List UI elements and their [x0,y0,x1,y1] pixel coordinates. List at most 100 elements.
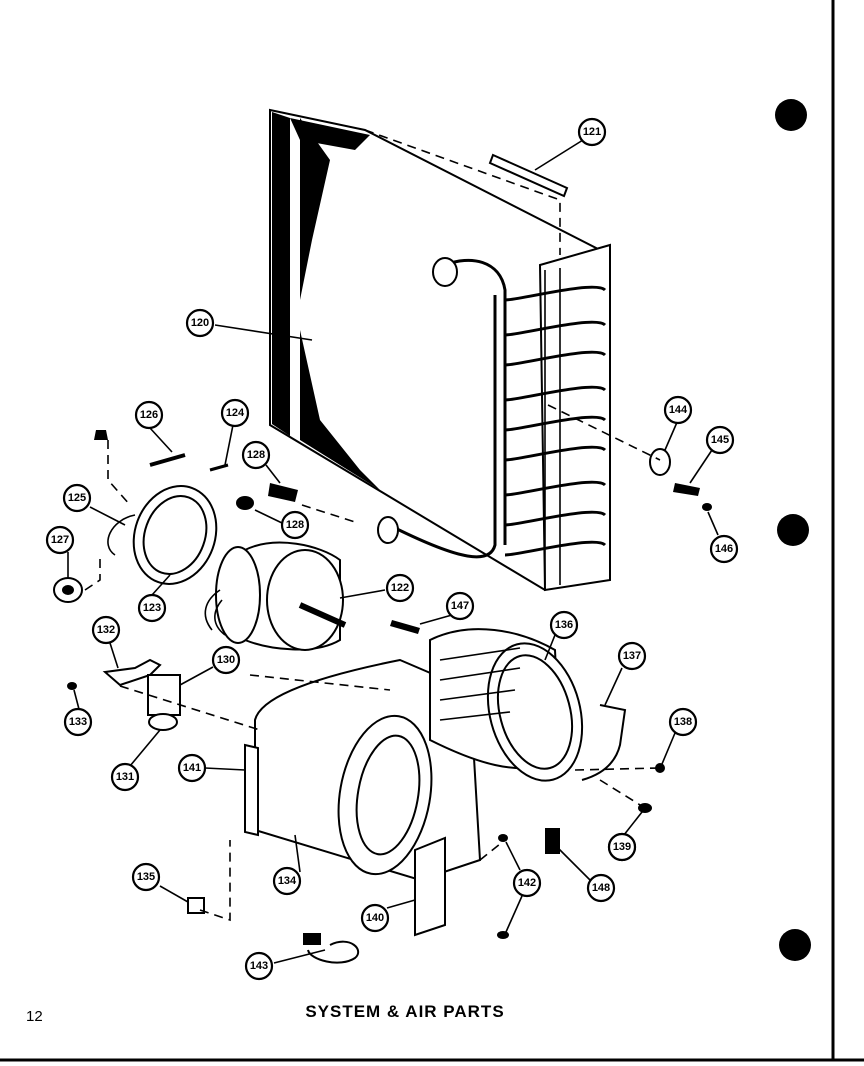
capacitor-cap [148,713,178,731]
assembly-dashed-lines [84,129,661,922]
liquid-tube [394,295,497,559]
callout-137: 137 [617,641,647,671]
clip-128 [268,483,298,502]
capacitor-assembly [67,658,181,731]
callout-133: 133 [63,707,93,737]
svg-text:123: 123 [143,602,161,614]
svg-text:135: 135 [137,871,155,883]
svg-text:137: 137 [623,650,641,662]
callout-122: 122 [385,573,415,603]
part-147 [390,620,420,634]
svg-text:139: 139 [613,841,631,853]
svg-text:131: 131 [116,771,134,783]
svg-text:136: 136 [555,619,573,631]
callout-139: 139 [607,832,637,862]
clip-148 [545,828,560,854]
svg-text:132: 132 [97,624,115,636]
callout-146: 146 [709,534,739,564]
callout-138: 138 [668,707,698,737]
binder-hole-middle [777,514,809,546]
callout-142: 142 [512,868,542,898]
svg-text:134: 134 [278,875,297,887]
callout-141: 141 [177,753,207,783]
screw-138 [655,763,665,773]
screw-146 [702,503,712,511]
motor-shaft [298,602,347,628]
svg-text:122: 122 [391,582,409,594]
callout-135: 135 [131,862,161,892]
cap-nut-129 [236,496,254,510]
callout-131: 131 [110,762,140,792]
sensor-holder-144 [649,448,671,476]
svg-text:148: 148 [592,882,610,894]
callout-140: 140 [360,903,390,933]
svg-text:138: 138 [674,716,692,728]
svg-text:140: 140 [366,912,384,924]
evaporator-coil [269,108,611,592]
svg-text:143: 143 [250,960,268,972]
svg-text:133: 133 [69,716,87,728]
blower-wheel [429,628,584,782]
fan-motor [204,541,347,651]
callout-130: 130 [211,645,241,675]
svg-text:144: 144 [669,404,688,416]
capacitor-body [147,674,181,716]
callout-147: 147 [445,591,475,621]
svg-text:145: 145 [711,434,729,446]
svg-text:142: 142 [518,877,536,889]
suction-tube-end [432,257,458,287]
svg-text:141: 141 [183,762,201,774]
svg-text:146: 146 [715,543,733,555]
callout-132: 132 [91,615,121,645]
callout-143: 143 [244,951,274,981]
svg-text:124: 124 [226,407,245,419]
callout-120: 120 [185,308,215,338]
callout-125: 125 [62,483,92,513]
bolt-head [94,430,108,440]
coil-fin-hatching [272,112,380,490]
housing-bracket-140 [414,836,446,937]
binder-hole-bottom [779,929,811,961]
callout-144: 144 [663,395,693,425]
housing-bracket-141 [244,743,259,837]
callout-127: 127 [45,525,75,555]
callout-121: 121 [577,117,607,147]
svg-text:147: 147 [451,600,469,612]
capacitor-bracket [102,658,162,687]
coil-top-bracket [488,153,569,198]
motor-mount-ring [107,485,218,585]
callout-126: 126 [134,400,164,430]
svg-text:128: 128 [286,519,304,531]
blower-housing [244,658,482,937]
hairpin-bends [504,268,607,585]
binder-hole-top [775,99,807,131]
clip-145 [673,483,700,496]
svg-text:126: 126 [140,409,158,421]
svg-text:130: 130 [217,654,235,666]
clamp-latch-143 [303,933,321,945]
callout-134: 134 [272,866,302,896]
callout-123: 123 [137,593,167,623]
svg-text:121: 121 [583,126,601,138]
page-number: 12 [26,1008,43,1025]
screw-142b [497,931,509,939]
callout-145: 145 [705,425,735,455]
callout-148: 148 [586,873,616,903]
screw-142a [498,834,508,842]
svg-text:127: 127 [51,534,69,546]
part-135 [187,897,205,914]
cutoff-plate [581,704,627,781]
wire-clamp-143 [307,940,360,964]
liquid-tube-end [377,516,399,544]
callout-124: 124 [220,398,250,428]
svg-text:120: 120 [191,317,209,329]
leader-lines [67,139,719,964]
svg-text:128: 128 [247,449,265,461]
screw-133 [67,682,77,690]
washer-screw [209,463,229,472]
callout-136: 136 [549,610,579,640]
callout-128-upper: 128 [241,440,271,470]
mount-screw [149,453,186,467]
